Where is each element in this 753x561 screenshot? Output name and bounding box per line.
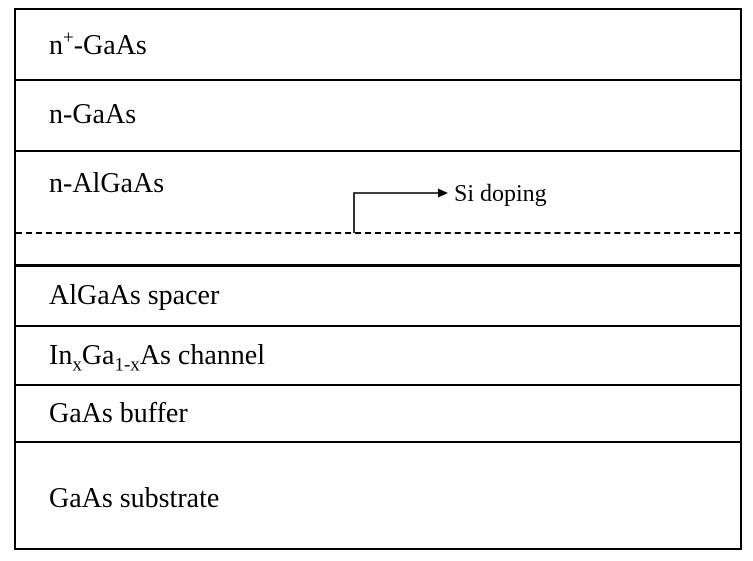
layer-stack-diagram: n+-GaAs n-GaAs n-AlGaAs Si doping AlGaAs…: [14, 8, 742, 550]
layer-n-algaas-label: n-AlGaAs: [49, 168, 165, 199]
layer-n-gaas-label: n-GaAs: [49, 99, 137, 130]
layer-algaas-spacer-label: AlGaAs spacer: [49, 280, 220, 311]
layer-gaas-buffer-label: GaAs buffer: [49, 398, 188, 429]
layer-gaas-substrate-label: GaAs substrate: [49, 483, 220, 514]
si-delta-doping-plane: [16, 232, 740, 234]
layer-gaas-substrate: GaAs substrate: [16, 443, 740, 548]
si-doping-arrow-icon: [353, 188, 448, 233]
layer-n-plus-gaas-label: n+-GaAs: [49, 27, 147, 61]
layer-ingaas-channel: InxGa1-xAs channel: [16, 327, 740, 386]
layer-algaas-spacer: AlGaAs spacer: [16, 267, 740, 327]
layer-n-algaas: n-AlGaAs Si doping: [16, 152, 740, 267]
layer-gaas-buffer: GaAs buffer: [16, 386, 740, 443]
layer-n-gaas: n-GaAs: [16, 81, 740, 152]
layer-n-plus-gaas: n+-GaAs: [16, 10, 740, 81]
layer-ingaas-channel-label: InxGa1-xAs channel: [49, 340, 265, 376]
si-doping-label: Si doping: [454, 181, 547, 207]
